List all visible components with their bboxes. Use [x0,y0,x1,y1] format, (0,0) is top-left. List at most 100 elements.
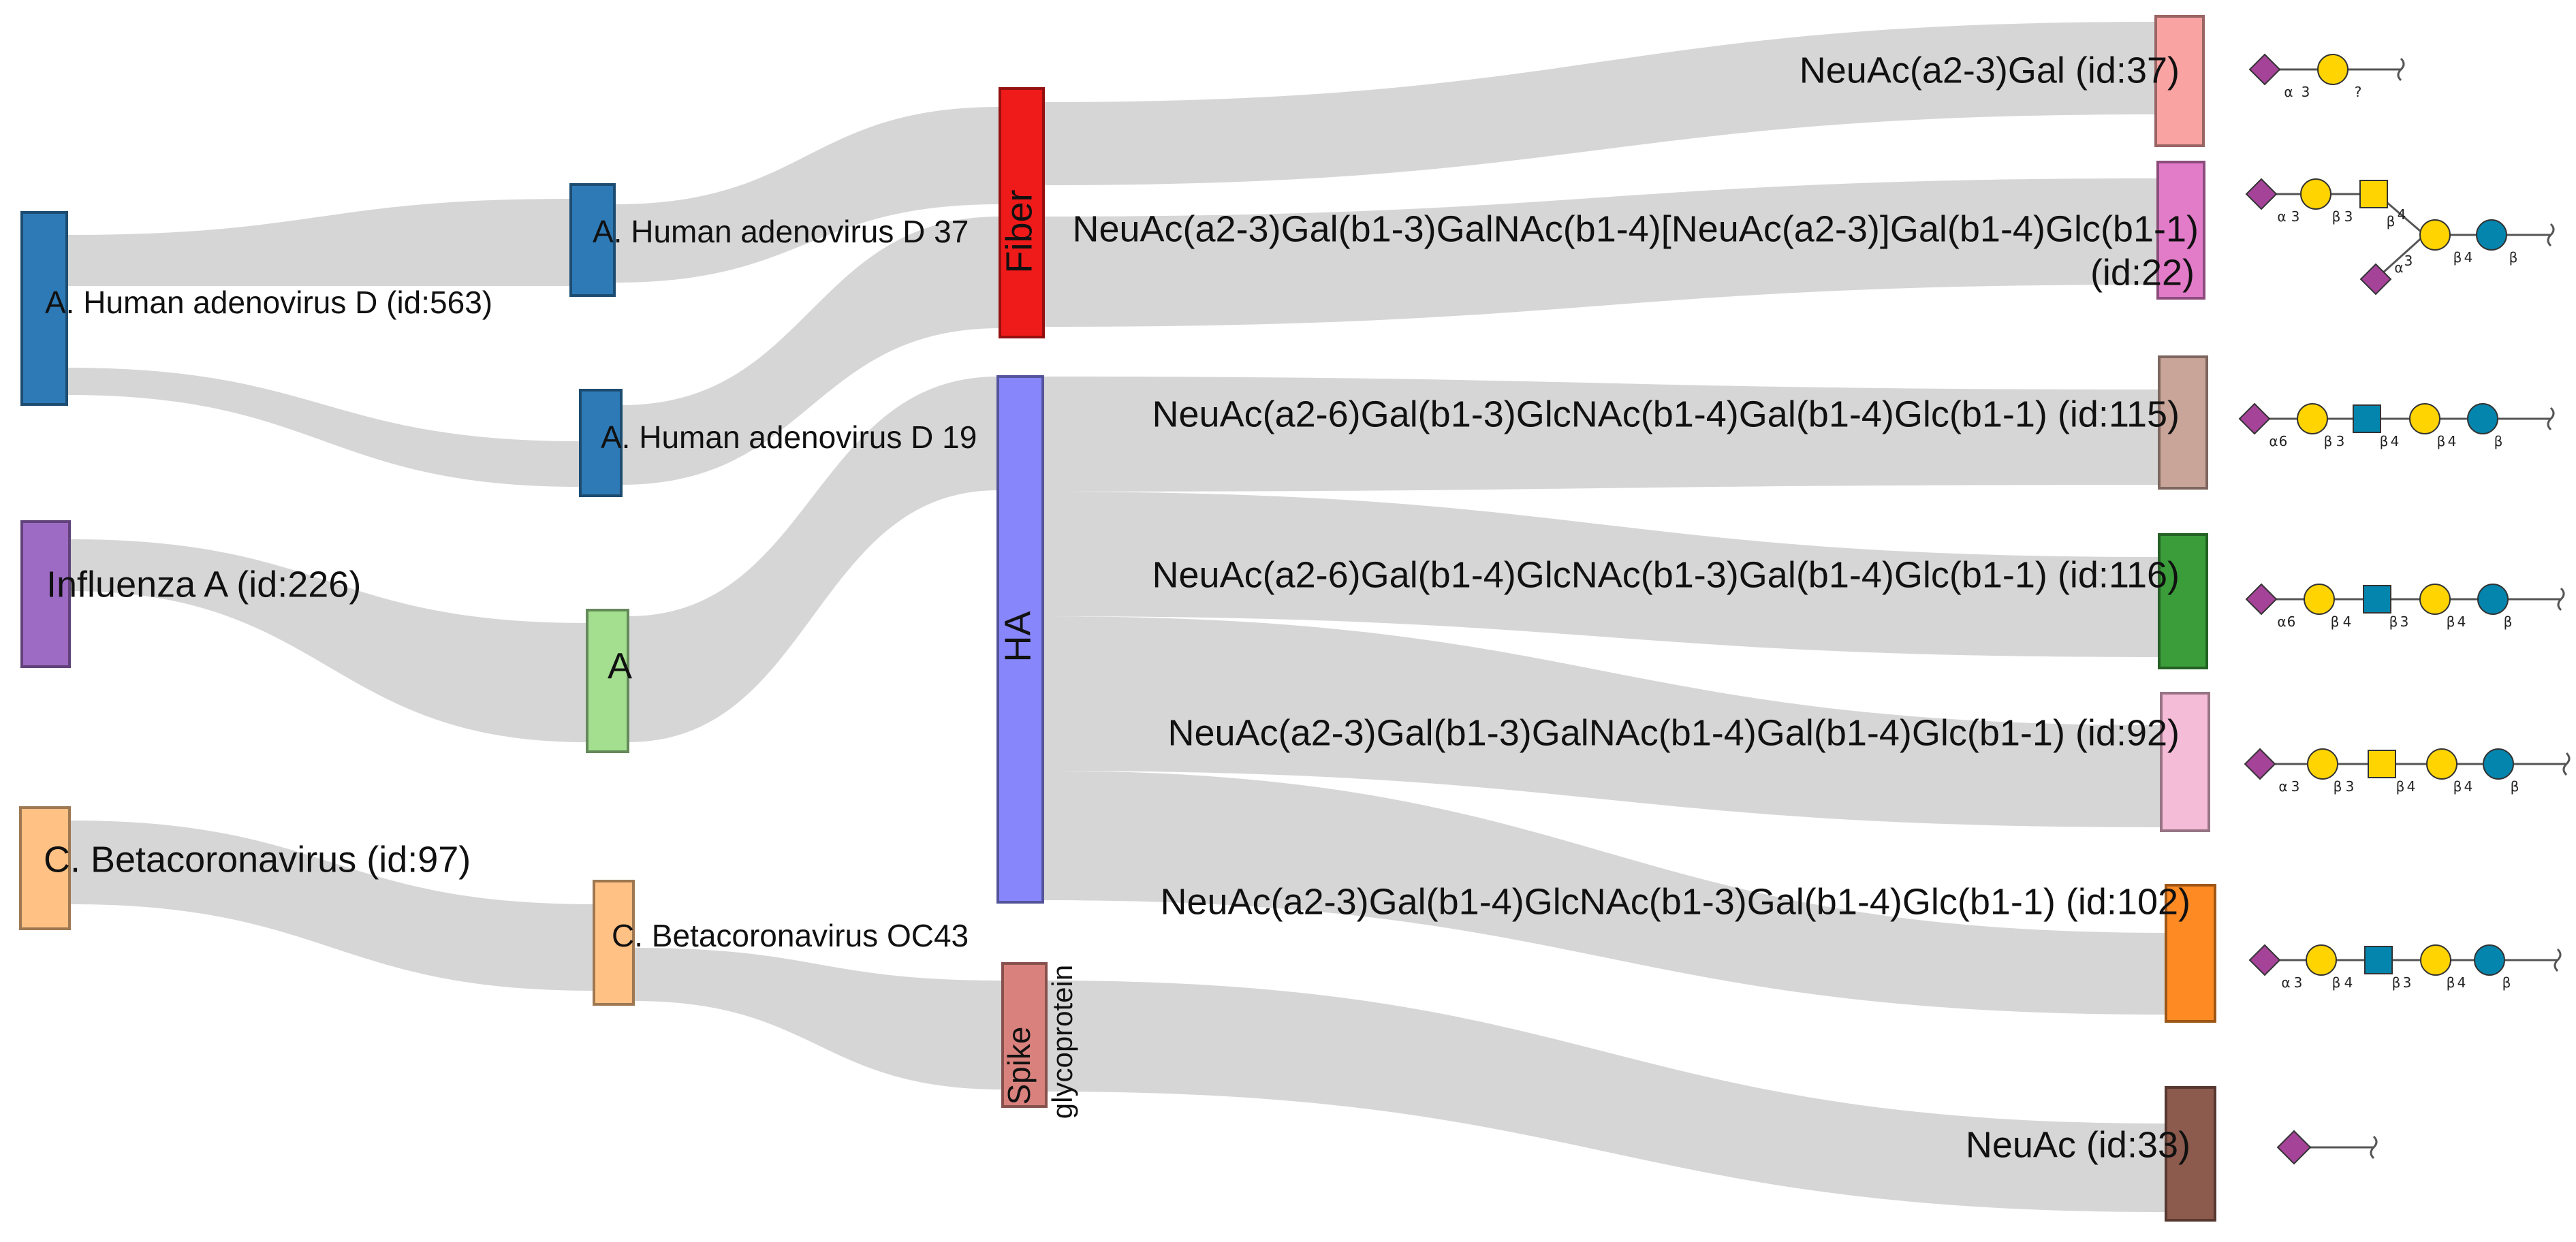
glycan-g22-link-0: α [2277,208,2286,225]
glycan-g92-res-0-neuac [2244,748,2276,780]
node-g115[interactable] [2158,355,2208,490]
glycan-g33-reducing-end [2370,1135,2378,1160]
glycan-g92-res-2-galnac [2368,750,2396,778]
node-g116[interactable] [2158,533,2208,669]
glycan-g22-galnac [2359,180,2388,208]
glycan-g92-link-4: β [2396,778,2405,795]
glycan-g37-res-1-gal [2317,54,2349,85]
glycan-g116-link-8: β [2504,614,2513,630]
glycan-g115-link-4: β [2380,433,2389,449]
node-n_adv19[interactable] [579,389,623,497]
label-g22-line2: (id:22) [2090,252,2195,293]
node-labels: A. Human adenovirus D (id:563)Influenza … [44,50,2199,1165]
glycan-g37-reducing-end [2397,57,2405,82]
label-n_ha: HA [997,611,1038,662]
flow-link-n_adv19-to-n_fiber [621,217,1000,485]
label-g92: NeuAc(a2-3)Gal(b1-3)GalNAc(b1-4)Gal(b1-4… [1168,712,2180,753]
glycan-g102-res-1-gal [2306,944,2337,976]
flow-link-n_ha-to-g102 [1043,771,2166,1015]
glycan-g116-link-5: 3 [2400,614,2409,630]
flow-link-n_spike-to-g33 [1046,981,2166,1212]
glycan-g102-link-0: α [2281,974,2290,991]
flow-link-n_fiber-to-g37 [1043,22,2156,185]
node-g92[interactable] [2160,692,2210,832]
glycan-g102-link-1: 3 [2294,974,2303,991]
node-n_ha[interactable] [996,375,1044,904]
glycan-g116-res-2-glcnac [2363,585,2391,614]
glycan-g102-link-7: 4 [2457,974,2466,991]
glycan-g92-link-2: β [2334,778,2342,795]
glycan-g22-link-3: 3 [2344,208,2353,225]
glycan-g22-gal-2 [2419,219,2451,251]
label-g33: NeuAc (id:33) [1966,1124,2190,1165]
glycan-g116-res-0-neuac [2245,583,2278,616]
glycan-g22-link-6: β [2453,249,2462,266]
glycan-g22-link-5: 4 [2398,206,2406,223]
glycan-g116-reducing-end [2557,587,2565,611]
glycan-g116-link-6: β [2447,614,2455,630]
node-n_a[interactable] [586,609,629,753]
node-n_flu[interactable] [20,520,71,668]
node-n_spike[interactable] [1001,962,1048,1108]
flow-link-n_adv_d-to-n_adv19 [67,368,580,487]
glycan-g115-link-5: 4 [2391,433,2400,449]
label-g22-line1: NeuAc(a2-3)Gal(b1-3)GalNAc(b1-4)[NeuAc(a… [1072,208,2199,249]
glycan-g115-link-6: β [2437,433,2446,449]
label-g116: NeuAc(a2-6)Gal(b1-4)GlcNAc(b1-3)Gal(b1-4… [1152,554,2180,595]
glycan-g102-res-4-glc [2474,944,2505,976]
glycan-g115-link-0: α [2269,433,2278,449]
node-g37[interactable] [2154,15,2205,147]
label-n_adv37: A. Human adenovirus D 37 [593,214,969,249]
label-n_spike-line1: Spike [1001,1026,1037,1104]
node-n_fiber[interactable] [999,87,1045,338]
glycan-g22-glc [2476,219,2507,251]
flow-link-n_flu-to-n_a [69,539,587,742]
glycan-g102-link-8: β [2502,974,2511,991]
label-n_beta: C. Betacoronavirus (id:97) [44,839,471,880]
glycan-g92-link-6: β [2453,778,2462,795]
label-n_a: A [608,646,632,686]
glycan-g115-reducing-end [2547,407,2555,431]
node-n_beta[interactable] [19,806,71,930]
glycan-g92-link-5: 4 [2407,778,2416,795]
glycan-g22-reducing-end [2547,223,2555,247]
glycan-g116-res-3-gal [2419,584,2451,615]
node-n_oc43[interactable] [593,880,635,1006]
glycan-g102-link-6: β [2447,974,2455,991]
node-g102[interactable] [2165,884,2216,1023]
glycan-g116-link-1: 6 [2287,614,2296,630]
glycan-g37-link-0: α [2284,84,2293,100]
glycan-g22-link-8: β [2509,249,2518,266]
flow-link-n_a-to-n_ha [628,377,998,742]
node-g33[interactable] [2165,1086,2216,1222]
label-g102: NeuAc(a2-3)Gal(b1-4)GlcNAc(b1-3)Gal(b1-4… [1161,881,2190,922]
label-g37: NeuAc(a2-3)Gal (id:37) [1800,50,2180,91]
glycan-g22-link-10: 3 [2404,253,2413,269]
glycan-g92-res-4-glc [2483,748,2514,780]
glycan-g92-link-0: α [2278,778,2287,795]
node-bars [19,15,2216,1222]
glycan-g92-link-8: β [2511,778,2519,795]
node-n_adv_d[interactable] [20,211,68,406]
label-n_oc43: C. Betacoronavirus OC43 [612,918,969,953]
glycan-g115-link-8: β [2494,433,2503,449]
node-n_adv37[interactable] [569,183,616,297]
node-g22[interactable] [2156,161,2205,300]
glycan-g22-neuac-1 [2245,178,2278,210]
glycan-g22-gal-1 [2300,178,2331,210]
glycan-g92-link-1: 3 [2291,778,2300,795]
flow-link-n_ha-to-g116 [1043,492,2159,657]
glycan-g115-res-1-gal [2297,403,2328,434]
glycan-g115-res-0-neuac [2238,402,2271,435]
glycan-g102-link-3: 4 [2344,974,2353,991]
glycan-g115-link-1: 6 [2279,433,2288,449]
glycan-g37-res-0-neuac [2248,53,2281,86]
glycan-g102-link-2: β [2332,974,2341,991]
glycan-g102-res-3-gal [2420,944,2451,976]
glycan-g92-res-3-gal [2426,748,2457,780]
glycan-g102-link-5: 3 [2403,974,2412,991]
glycan-g116-link-4: β [2389,614,2398,630]
flow-links [67,22,2166,1212]
